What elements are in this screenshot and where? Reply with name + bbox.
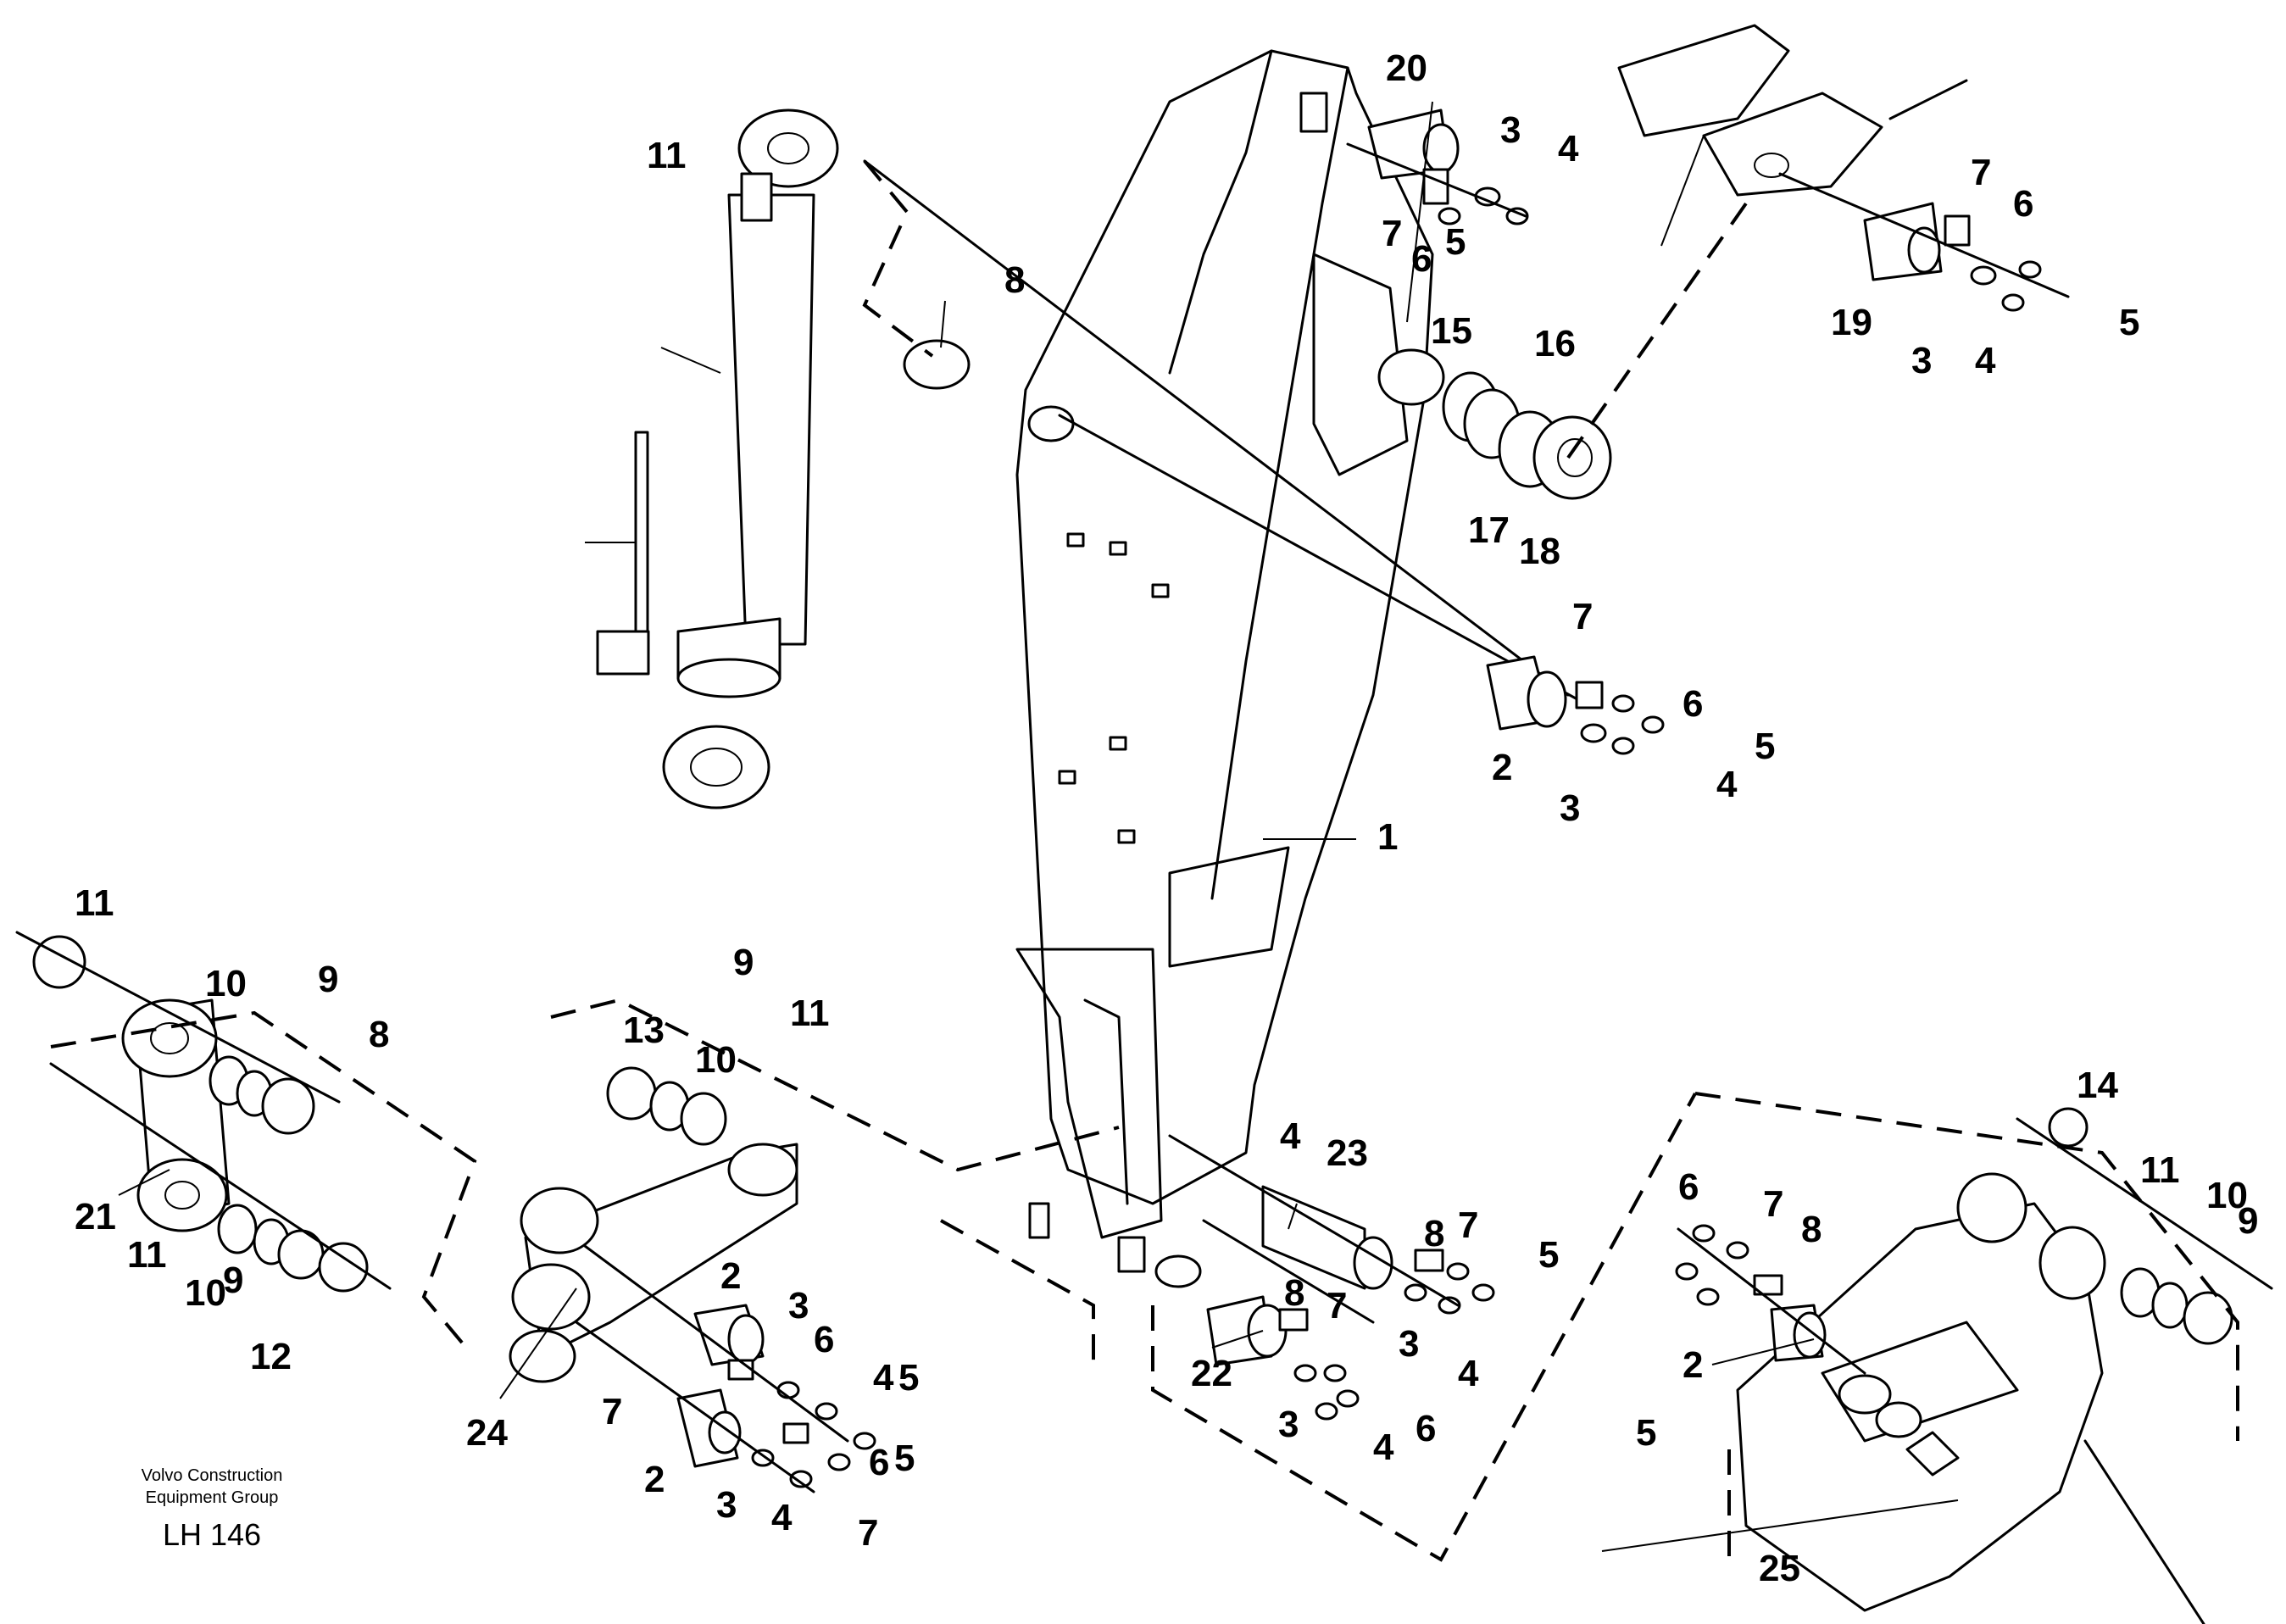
callout-4: 4 [1975,340,1996,381]
callout-11: 14 [2077,1065,2118,1106]
callout-18: 21 [75,1196,116,1237]
callout-7: 7 [1382,213,1402,254]
callout-5: 5 [898,1357,919,1399]
callout-9: 10 [185,1272,226,1314]
callout-6: 7 [1458,1204,1478,1246]
callout-5: 5 [1538,1234,1559,1276]
org-caption-line1: Volvo Construction [141,1466,283,1485]
callout-11: 11 [647,135,687,176]
callout-13: 16 [1534,323,1576,364]
callout-4: 4 [873,1357,894,1399]
boom-cylinder [596,108,839,809]
bucket-linkage [509,1066,876,1493]
callout-5: 6 [1678,1166,1699,1208]
callout-4: 4 [1558,128,1579,170]
callout-2: 2 [644,1459,665,1500]
org-caption-line2: Equipment Group [145,1488,279,1507]
top-pin-assembly [1299,92,1529,225]
callout-8: 8 [1004,259,1025,301]
callout-11: 11 [75,882,114,924]
callout-7: 7 [1971,152,1991,193]
callout-6: 6 [1411,238,1432,280]
boom-arm [1015,49,1445,1288]
callout-5: 5 [1755,726,1775,767]
callout-7: 7 [602,1391,622,1432]
callout-labels: 1 2 2 2 2 3 3 3 3 3 3 3 4 4 4 4 4 4 4 4 … [75,47,2258,1589]
diagram-reference: LH 146 [162,1517,262,1552]
callout-3: 3 [716,1484,737,1526]
lower-pin-assembly [1168,1134,1495,1421]
callout-9: 10 [695,1039,737,1081]
callout-3: 3 [788,1285,809,1326]
callout-16: 19 [1831,302,1872,343]
callout-6: 6 [869,1442,889,1483]
callout-3: 3 [1399,1323,1419,1365]
callout-6: 6 [1683,683,1703,725]
callout-3: 3 [1500,109,1521,151]
callout-2: 2 [1492,747,1512,788]
assembly-lines [50,159,2239,1568]
callout-4: 4 [771,1497,793,1538]
callout-8: 9 [733,942,754,983]
callout-10: 10 [205,963,247,1004]
bushing-stack [1442,371,1612,500]
callout-6: 7 [1327,1285,1347,1326]
callout-4: 4 [1716,764,1738,805]
leader-lines [118,101,1959,1552]
callout-8: 9 [2238,1200,2258,1242]
callout-7: 7 [858,1512,878,1554]
callout-20: 23 [1327,1132,1368,1174]
callout-4: 4 [1458,1353,1479,1394]
callout-7: 8 [1424,1213,1444,1254]
org-caption: Volvo Construction Equipment Group [102,1465,322,1509]
callout-21: 24 [466,1412,508,1454]
callout-7: 8 [1284,1272,1304,1314]
link-rod-left [15,931,392,1293]
callout-4: 5 [1636,1412,1656,1454]
callout-2: 2 [1683,1344,1703,1386]
callout-3: 3 [1560,787,1580,829]
callout-4: 4 [1280,1115,1301,1157]
callout-5: 5 [1445,221,1466,263]
callout-10: 11 [790,993,830,1034]
callout-5: 5 [2119,302,2139,343]
callout-8: 9 [223,1260,243,1301]
callout-6: 6 [814,1319,834,1360]
arm-attachment [1617,24,2070,312]
bucket [1675,1107,2273,1624]
callout-10: 11 [127,1234,167,1276]
callout-8: 8 [369,1014,389,1055]
callout-7: 7 [1572,596,1593,637]
callout-11: 13 [623,1009,665,1051]
callout-17: 20 [1386,47,1427,89]
callout-3: 3 [1911,340,1932,381]
callout-1: 1 [1377,816,1398,858]
callout-10: 11 [2140,1149,2180,1191]
callout-9: 9 [318,959,338,1000]
callout-6: 6 [2013,183,2033,225]
tie-rod-assembly [863,159,1665,755]
callout-4: 4 [1373,1427,1394,1468]
callout-14: 17 [1468,509,1510,551]
callout-19: 22 [1191,1353,1232,1394]
callout-12: 15 [1431,310,1472,352]
callout-5: 5 [894,1438,915,1479]
callout-11: 12 [250,1336,292,1377]
callout-9: 10 [2206,1175,2248,1216]
callout-7: 8 [1801,1209,1822,1250]
callout-5: 6 [1416,1408,1436,1449]
callout-3: 3 [1278,1404,1299,1445]
callout-15: 18 [1519,531,1560,572]
callout-22: 25 [1759,1548,1800,1589]
callout-2: 2 [720,1255,741,1297]
callout-6: 7 [1763,1183,1783,1225]
